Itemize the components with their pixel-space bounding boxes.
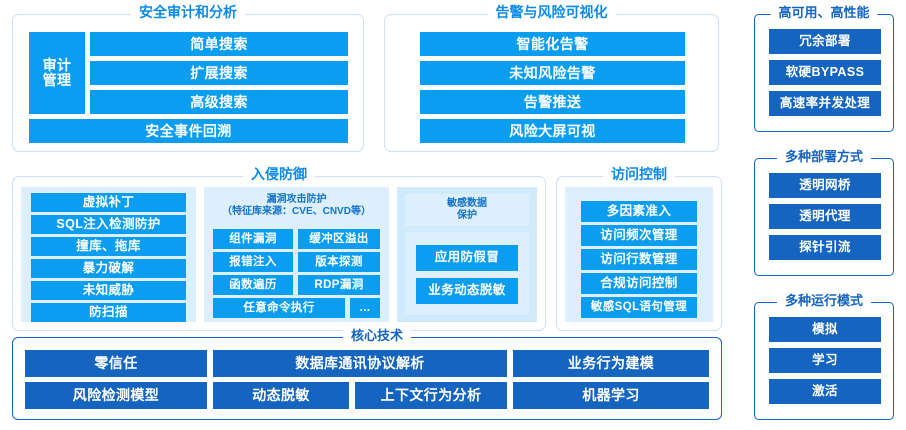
alert-item-alert-push[interactable]: 告警推送 bbox=[420, 90, 685, 114]
panel-high-availability-title: 高可用、高性能 bbox=[770, 5, 878, 20]
runmode-item-learning[interactable]: 学习 bbox=[769, 348, 881, 373]
intrusion-item-unknown-threat[interactable]: 未知威胁 bbox=[31, 281, 186, 300]
core-item-business-behavior-modeling[interactable]: 业务行为建模 bbox=[513, 350, 709, 377]
sensitive-item-dynamic-masking[interactable]: 业务动态脱敏 bbox=[416, 278, 518, 304]
audit-management-label[interactable]: 审计 管理 bbox=[29, 32, 85, 114]
panel-access-control: 访问控制 多因素准入 访问频次管理 访问行数管理 合规访问控制 敏感SQL语句管… bbox=[556, 167, 722, 331]
access-item-frequency[interactable]: 访问频次管理 bbox=[581, 225, 697, 246]
intrusion-item-credential-stuffing[interactable]: 撞库、拖库 bbox=[31, 237, 186, 256]
vuln-item-error-injection[interactable]: 报错注入 bbox=[213, 252, 293, 272]
panel-alert-visualization-title: 告警与风险可视化 bbox=[487, 5, 616, 20]
sensitive-data-caption-line1: 敏感数据 bbox=[447, 198, 487, 209]
deploy-item-transparent-proxy[interactable]: 透明代理 bbox=[769, 204, 881, 229]
vuln-item-version-detection[interactable]: 版本探测 bbox=[298, 252, 380, 272]
panel-deployment-modes-title: 多种部署方式 bbox=[776, 149, 872, 164]
audit-item-simple-search[interactable]: 简单搜索 bbox=[90, 32, 348, 56]
intrusion-left-subpanel: 虚拟补丁 SQL注入检测防护 撞库、拖库 暴力破解 未知威胁 防扫描 bbox=[21, 187, 196, 322]
panel-access-control-title: 访问控制 bbox=[603, 167, 675, 182]
ha-item-redundant-deployment[interactable]: 冗余部署 bbox=[769, 29, 881, 54]
access-item-compliance[interactable]: 合规访问控制 bbox=[581, 273, 697, 294]
panel-intrusion-defense-title: 入侵防御 bbox=[243, 167, 315, 182]
core-item-db-protocol-parsing[interactable]: 数据库通讯协议解析 bbox=[213, 350, 507, 377]
core-item-dynamic-masking[interactable]: 动态脱敏 bbox=[213, 382, 349, 409]
alert-item-unknown-risk-alert[interactable]: 未知风险告警 bbox=[420, 61, 685, 85]
vuln-item-component-vuln[interactable]: 组件漏洞 bbox=[213, 229, 293, 249]
access-item-row-count[interactable]: 访问行数管理 bbox=[581, 249, 697, 270]
ha-item-bypass[interactable]: 软硬BYPASS bbox=[769, 60, 881, 85]
access-control-subpanel: 多因素准入 访问频次管理 访问行数管理 合规访问控制 敏感SQL语句管理 bbox=[565, 187, 713, 322]
audit-management-label-line2: 管理 bbox=[42, 72, 72, 88]
sensitive-data-items-box: 应用防假冒 业务动态脱敏 bbox=[405, 232, 529, 315]
vuln-item-function-traversal[interactable]: 函数遍历 bbox=[213, 275, 293, 295]
panel-security-audit: 安全审计和分析 审计 管理 简单搜索 扩展搜索 高级搜索 安全事件回溯 bbox=[12, 5, 364, 152]
vulnerability-caption-line1: 漏洞攻击防护 bbox=[266, 194, 327, 205]
sensitive-data-caption-line2: 保护 bbox=[457, 210, 477, 221]
vulnerability-caption-line2: （特征库来源：CVE、CNVD等） bbox=[222, 206, 371, 217]
ha-item-high-concurrency[interactable]: 高速率并发处理 bbox=[769, 91, 881, 116]
intrusion-item-virtual-patch[interactable]: 虚拟补丁 bbox=[31, 193, 186, 212]
alert-item-risk-dashboard[interactable]: 风险大屏可视 bbox=[420, 119, 685, 143]
core-item-context-behavior-analysis[interactable]: 上下文行为分析 bbox=[355, 382, 507, 409]
panel-deployment-modes: 多种部署方式 透明网桥 透明代理 探针引流 bbox=[754, 149, 894, 276]
intrusion-item-brute-force[interactable]: 暴力破解 bbox=[31, 259, 186, 278]
sensitive-data-caption-box: 敏感数据 保护 bbox=[405, 194, 529, 226]
core-item-machine-learning[interactable]: 机器学习 bbox=[513, 382, 709, 409]
vulnerability-protection-subpanel: 漏洞攻击防护 （特征库来源：CVE、CNVD等） 组件漏洞 缓冲区溢出 报错注入… bbox=[204, 187, 389, 322]
intrusion-item-sql-injection[interactable]: SQL注入检测防护 bbox=[31, 215, 186, 234]
vuln-item-arbitrary-command[interactable]: 任意命令执行 bbox=[213, 298, 345, 318]
vuln-item-rdp-vuln[interactable]: RDP漏洞 bbox=[298, 275, 380, 295]
panel-intrusion-defense: 入侵防御 虚拟补丁 SQL注入检测防护 撞库、拖库 暴力破解 未知威胁 防扫描 … bbox=[12, 167, 546, 331]
alert-item-intelligent-alert[interactable]: 智能化告警 bbox=[420, 32, 685, 56]
access-item-sensitive-sql[interactable]: 敏感SQL语句管理 bbox=[581, 297, 697, 318]
runmode-item-activation[interactable]: 激活 bbox=[769, 379, 881, 404]
panel-security-audit-title: 安全审计和分析 bbox=[131, 5, 245, 20]
intrusion-item-anti-scan[interactable]: 防扫描 bbox=[31, 303, 186, 322]
deploy-item-transparent-bridge[interactable]: 透明网桥 bbox=[769, 173, 881, 198]
audit-management-label-line1: 审计 bbox=[42, 57, 72, 74]
panel-core-technology-title: 核心技术 bbox=[343, 328, 412, 343]
panel-high-availability: 高可用、高性能 冗余部署 软硬BYPASS 高速率并发处理 bbox=[754, 5, 894, 132]
audit-item-event-traceback[interactable]: 安全事件回溯 bbox=[29, 119, 348, 143]
panel-run-modes-title: 多种运行模式 bbox=[776, 293, 872, 308]
panel-core-technology: 核心技术 零信任 数据库通讯协议解析 业务行为建模 风险检测模型 动态脱敏 上下… bbox=[12, 328, 722, 420]
sensitive-data-subpanel: 敏感数据 保护 应用防假冒 业务动态脱敏 bbox=[397, 187, 537, 322]
audit-item-extended-search[interactable]: 扩展搜索 bbox=[90, 61, 348, 85]
runmode-item-simulation[interactable]: 模拟 bbox=[769, 317, 881, 342]
core-item-zero-trust[interactable]: 零信任 bbox=[25, 350, 207, 377]
core-item-risk-detection-model[interactable]: 风险检测模型 bbox=[25, 382, 207, 409]
panel-alert-visualization: 告警与风险可视化 智能化告警 未知风险告警 告警推送 风险大屏可视 bbox=[384, 5, 719, 152]
audit-item-advanced-search[interactable]: 高级搜索 bbox=[90, 90, 348, 114]
panel-run-modes: 多种运行模式 模拟 学习 激活 bbox=[754, 293, 894, 420]
deploy-item-probe-diversion[interactable]: 探针引流 bbox=[769, 235, 881, 260]
access-item-multifactor[interactable]: 多因素准入 bbox=[581, 201, 697, 222]
vuln-item-buffer-overflow[interactable]: 缓冲区溢出 bbox=[298, 229, 380, 249]
vuln-item-more[interactable]: ... bbox=[350, 298, 380, 318]
sensitive-item-anti-counterfeit[interactable]: 应用防假冒 bbox=[416, 245, 518, 271]
